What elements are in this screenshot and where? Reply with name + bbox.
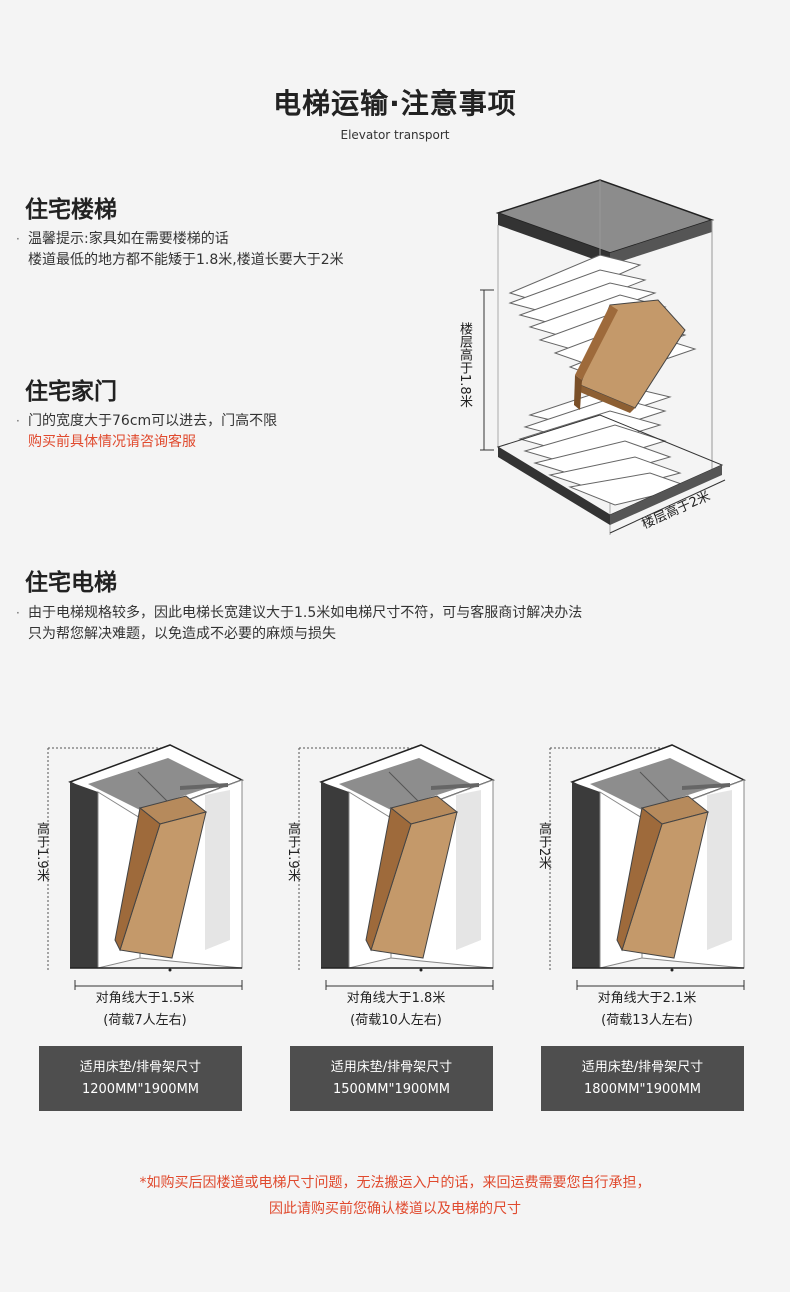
elevator-height-label: 高于1.9米 xyxy=(285,822,300,882)
elevator-illustration xyxy=(549,744,746,990)
box-title: 适用床垫/排骨架尺寸 xyxy=(581,1060,704,1075)
bullet-dot: · xyxy=(16,232,20,246)
stairs-line-2: 楼道最低的地方都不能矮于1.8米,楼道长要大于2米 xyxy=(28,252,344,268)
stairs-heading: 住宅楼梯 xyxy=(25,197,117,223)
elevator-height-label: 高于1.9米 xyxy=(34,822,49,882)
elevator-illustration xyxy=(47,744,244,990)
load-label: (荷载10人左右) xyxy=(350,1013,442,1028)
stair-height-label: 楼层高于1.8米 xyxy=(457,322,472,408)
mattress-size-box: 适用床垫/排骨架尺寸 1200MM"1900MM xyxy=(39,1046,242,1111)
mattress-size-box: 适用床垫/排骨架尺寸 1800MM"1900MM xyxy=(541,1046,744,1111)
box-size: 1500MM"1900MM xyxy=(332,1082,450,1097)
door-heading: 住宅家门 xyxy=(25,379,117,405)
elevator-illustration xyxy=(298,744,495,990)
box-size: 1800MM"1900MM xyxy=(583,1082,701,1097)
elevator-heading: 住宅电梯 xyxy=(25,570,117,596)
elevator-card-1: 高于1.9米 对角线大于1.5米 (荷载7人左右) 适用床垫/排骨架尺寸 120… xyxy=(30,740,260,1120)
bullet-dot: · xyxy=(16,414,20,428)
elevator-caption: 对角线大于1.5米 (荷载7人左右) xyxy=(30,988,260,1032)
elevator-line-1: 由于电梯规格较多，因此电梯长宽建议大于1.5米如电梯尺寸不符，可与客服商讨解决办… xyxy=(28,605,583,621)
elevator-card-3: 高于2米 对角线大于2.1米 (荷载13人左右) 适用床垫/排骨架尺寸 1800… xyxy=(532,740,762,1120)
diagonal-label: 对角线大于2.1米 xyxy=(597,991,697,1006)
load-label: (荷载7人左右) xyxy=(103,1013,187,1028)
bullet-dot: · xyxy=(16,606,20,620)
stairs-text: · 温馨提示:家具如在需要楼梯的话 楼道最低的地方都不能矮于1.8米,楼道长要大… xyxy=(16,229,344,271)
footer-line-2: 因此请购买前您确认楼道以及电梯的尺寸 xyxy=(269,1201,521,1217)
elevator-card-2: 高于1.9米 对角线大于1.8米 (荷载10人左右) 适用床垫/排骨架尺寸 15… xyxy=(281,740,511,1120)
box-size: 1200MM"1900MM xyxy=(81,1082,199,1097)
footer-note: *如购买后因楼道或电梯尺寸问题，无法搬运入户的话，来回运费需要您自行承担， 因此… xyxy=(0,1170,790,1222)
footer-line-1: *如购买后因楼道或电梯尺寸问题，无法搬运入户的话，来回运费需要您自行承担， xyxy=(139,1175,651,1191)
stair-illustration xyxy=(480,179,726,535)
stairs-line-1: 温馨提示:家具如在需要楼梯的话 xyxy=(28,231,229,247)
diagonal-label: 对角线大于1.5米 xyxy=(95,991,195,1006)
elevator-text: · 由于电梯规格较多，因此电梯长宽建议大于1.5米如电梯尺寸不符，可与客服商讨解… xyxy=(16,603,583,645)
box-title: 适用床垫/排骨架尺寸 xyxy=(79,1060,202,1075)
mattress-size-box: 适用床垫/排骨架尺寸 1500MM"1900MM xyxy=(290,1046,493,1111)
door-line-2: 购买前具体情况请咨询客服 xyxy=(28,434,196,450)
door-text: · 门的宽度大于76cm可以进去，门高不限 购买前具体情况请咨询客服 xyxy=(16,411,278,453)
elevator-height-label: 高于2米 xyxy=(536,822,551,870)
door-line-1: 门的宽度大于76cm可以进去，门高不限 xyxy=(28,413,278,429)
elevator-caption: 对角线大于2.1米 (荷载13人左右) xyxy=(532,988,762,1032)
page-subtitle: Elevator transport xyxy=(340,128,450,142)
diagonal-label: 对角线大于1.8米 xyxy=(346,991,446,1006)
box-title: 适用床垫/排骨架尺寸 xyxy=(330,1060,453,1075)
elevator-caption: 对角线大于1.8米 (荷载10人左右) xyxy=(281,988,511,1032)
page-title: 电梯运输·注意事项 xyxy=(273,87,517,120)
elevator-line-2: 只为帮您解决难题，以免造成不必要的麻烦与损失 xyxy=(28,626,336,642)
load-label: (荷载13人左右) xyxy=(601,1013,693,1028)
